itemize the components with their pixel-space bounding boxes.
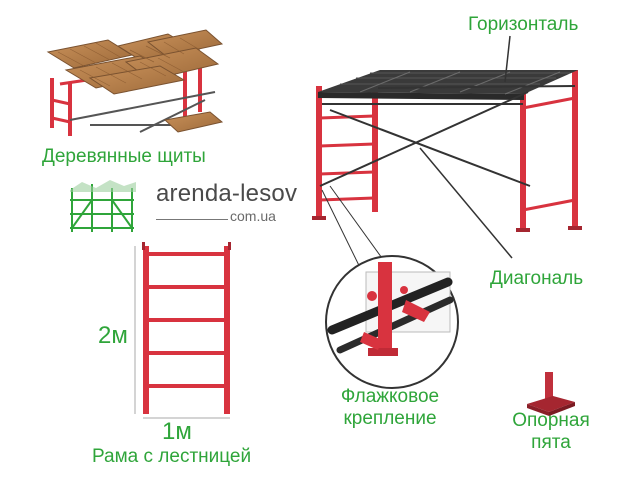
label-flag-clamp-line1: Флажковое — [340, 386, 440, 407]
logo-name: arenda-lesov — [156, 180, 298, 207]
flag-clamp-detail — [325, 255, 459, 389]
label-wooden-boards: Деревянные щиты — [42, 146, 206, 167]
dimension-width: 1м — [162, 418, 192, 445]
label-horizontal: Горизонталь — [468, 14, 579, 35]
label-base-plate: Опорная пята — [500, 410, 602, 454]
logo-underline — [156, 219, 228, 220]
logo-icon — [70, 180, 136, 232]
base-plate-illustration — [527, 372, 575, 416]
label-diagonal: Диагональ — [490, 268, 584, 289]
logo-domain: com.ua — [230, 208, 276, 224]
label-base-plate-line2: пята — [531, 431, 571, 453]
ladder-frame — [134, 242, 231, 419]
wooden-boards-illustration — [46, 29, 224, 136]
label-base-plate-line1: Опорная — [512, 410, 590, 431]
scaffold-assembly — [312, 35, 582, 293]
dimension-height: 2м — [98, 322, 128, 349]
label-flag-clamp-line2: крепление — [343, 407, 437, 429]
label-ladder-frame: Рама с лестницей — [92, 446, 252, 467]
label-flag-clamp: Флажковое крепление — [334, 386, 446, 430]
